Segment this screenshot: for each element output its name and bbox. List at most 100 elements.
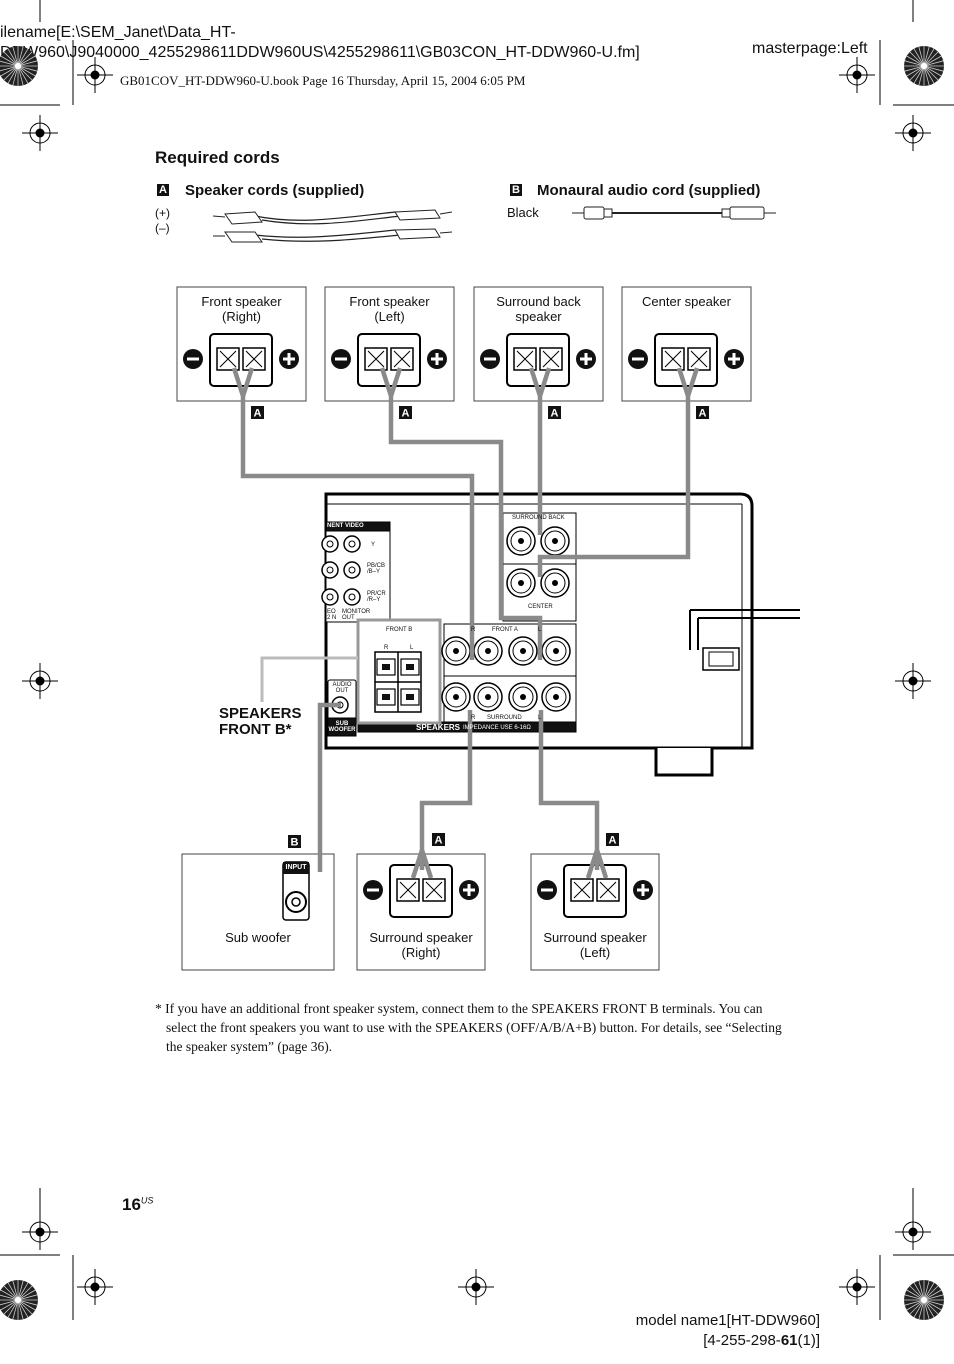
surround-speaker-label: Surround speaker(Right) bbox=[357, 930, 485, 960]
footer-code-bold: 61 bbox=[780, 1332, 798, 1349]
footer-code: [4-255-298-61(1)] bbox=[636, 1331, 820, 1351]
svg-text:A: A bbox=[609, 835, 617, 847]
monitor-out-label: MONITOR OUT bbox=[342, 609, 371, 621]
front-b-l-label: L bbox=[410, 645, 414, 651]
surround-l-label: L bbox=[538, 715, 542, 721]
speakers-front-b-callout: SPEAKERS FRONT B* bbox=[219, 706, 302, 738]
footnote-line3: the speaker system” (page 36). bbox=[166, 1039, 333, 1054]
file-path-line2: DDW960\J9040000_4255298611DDW960US\42552… bbox=[0, 44, 640, 61]
binding-post bbox=[540, 526, 570, 556]
speakers-front-b-line1: SPEAKERS bbox=[219, 705, 302, 722]
binding-post bbox=[541, 636, 571, 666]
footer: model name1[HT-DDW960] [4-255-298-61(1)] bbox=[636, 1311, 820, 1351]
registration-crosshair bbox=[839, 1269, 875, 1305]
audio-out-label: AUDIO OUT bbox=[332, 682, 352, 694]
speaker-wire bbox=[537, 367, 700, 577]
speaker-wire bbox=[317, 702, 341, 872]
registration-crosshair bbox=[895, 663, 931, 699]
cord-b-tag-bottom: B bbox=[288, 835, 301, 849]
sub-woofer-input-label: INPUT bbox=[285, 864, 307, 871]
cord-b-label: Monaural audio cord (supplied) bbox=[537, 182, 761, 199]
surround-speaker-line1: Surround speaker bbox=[543, 930, 647, 945]
component-video-label: NENT VIDEO bbox=[327, 523, 364, 529]
front-b-leader-line bbox=[260, 656, 358, 702]
registration-crosshair bbox=[839, 57, 875, 93]
center-label: CENTER bbox=[528, 604, 553, 610]
speaker-wire bbox=[379, 367, 543, 660]
binding-post bbox=[506, 568, 536, 598]
registration-crosshair bbox=[895, 115, 931, 151]
speakers-bar-label: SPEAKERS bbox=[416, 723, 461, 732]
binding-post bbox=[540, 568, 570, 598]
page-number-suffix: US bbox=[140, 1195, 154, 1206]
top-speaker-label: Center speaker bbox=[622, 294, 751, 309]
masterpage-label: masterpage:Left bbox=[752, 40, 868, 57]
registration-crosshair bbox=[77, 57, 113, 93]
cord-a-plus: (+) bbox=[155, 206, 170, 220]
registration-sunburst bbox=[904, 1280, 944, 1320]
speaker-terminal-icon bbox=[183, 333, 299, 387]
footnote: * If you have an additional front speake… bbox=[155, 999, 835, 1056]
svg-text:A: A bbox=[402, 408, 410, 420]
binding-post bbox=[508, 682, 538, 712]
sub-woofer-label: Sub woofer bbox=[225, 930, 291, 945]
cord-a-tag-top: A bbox=[696, 406, 709, 420]
sub-woofer-box bbox=[181, 853, 335, 971]
footer-code-post: (1)] bbox=[797, 1332, 821, 1349]
registration-crosshair bbox=[895, 1214, 931, 1250]
surround-speaker-line1: Surround speaker bbox=[369, 930, 473, 945]
binding-post bbox=[506, 526, 536, 556]
cord-a-label: Speaker cords (supplied) bbox=[185, 182, 365, 199]
top-speaker-line2: (Left) bbox=[374, 309, 405, 324]
cord-a-tag-top: A bbox=[251, 406, 264, 420]
surround-speaker-line2: (Left) bbox=[579, 945, 611, 960]
top-speaker-line1: Front speaker bbox=[201, 294, 282, 309]
top-speaker-line1: Surround back bbox=[496, 294, 581, 309]
audio-cord-illustration bbox=[572, 206, 776, 220]
registration-crosshair bbox=[458, 1269, 494, 1305]
cord-b-color: Black bbox=[507, 205, 539, 220]
top-speaker-line2: speaker bbox=[515, 309, 562, 324]
surround-r-label: R bbox=[471, 715, 476, 721]
front-b-r-label: R bbox=[384, 645, 389, 651]
surround-back-label: SURROUND BACK bbox=[512, 515, 565, 521]
speaker-cord-illustration bbox=[212, 209, 453, 243]
svg-text:A: A bbox=[254, 408, 262, 420]
top-speaker-label: Front speaker(Left) bbox=[325, 294, 454, 324]
speaker-wire bbox=[528, 367, 552, 535]
registration-sunburst bbox=[0, 46, 38, 86]
front-a-l-label: L bbox=[538, 627, 542, 633]
video2-in-label: EO 2 N bbox=[327, 609, 337, 621]
binding-post bbox=[541, 682, 571, 712]
speaker-wire bbox=[410, 710, 473, 879]
top-speaker-label: Front speaker(Right) bbox=[177, 294, 306, 324]
cord-a-tag-top: A bbox=[548, 406, 561, 420]
speaker-terminal-icon bbox=[331, 333, 447, 387]
cord-a-tag: A bbox=[157, 184, 169, 196]
surround-label: SURROUND bbox=[487, 715, 522, 721]
cord-a-tag-bottom: A bbox=[432, 833, 445, 847]
front-a-label: FRONT A bbox=[492, 627, 518, 633]
page-number: 16US bbox=[122, 1195, 153, 1215]
cord-a-tag-top: A bbox=[399, 406, 412, 420]
top-speaker-line1: Center speaker bbox=[642, 294, 731, 309]
speaker-terminal-icon bbox=[363, 864, 479, 918]
top-speaker-line1: Front speaker bbox=[349, 294, 430, 309]
page-number-value: 16 bbox=[122, 1195, 141, 1214]
registration-crosshair bbox=[22, 115, 58, 151]
speakers-front-b-line2: FRONT B* bbox=[219, 721, 292, 738]
pb-label: PB/CB /B–Y bbox=[367, 563, 386, 575]
footnote-line1: * If you have an additional front speake… bbox=[155, 1001, 763, 1016]
speaker-wire bbox=[231, 367, 475, 660]
surround-speaker-line2: (Right) bbox=[401, 945, 441, 960]
svg-text:A: A bbox=[699, 408, 707, 420]
svg-text:B: B bbox=[291, 837, 299, 849]
surround-speaker-label: Surround speaker(Left) bbox=[531, 930, 659, 960]
front-b-label: FRONT B bbox=[386, 627, 413, 633]
y-label: Y bbox=[371, 542, 376, 548]
binding-post bbox=[473, 682, 503, 712]
book-info-line: GB01COV_HT-DDW960-U.book Page 16 Thursda… bbox=[120, 73, 526, 88]
binding-post bbox=[473, 636, 503, 666]
